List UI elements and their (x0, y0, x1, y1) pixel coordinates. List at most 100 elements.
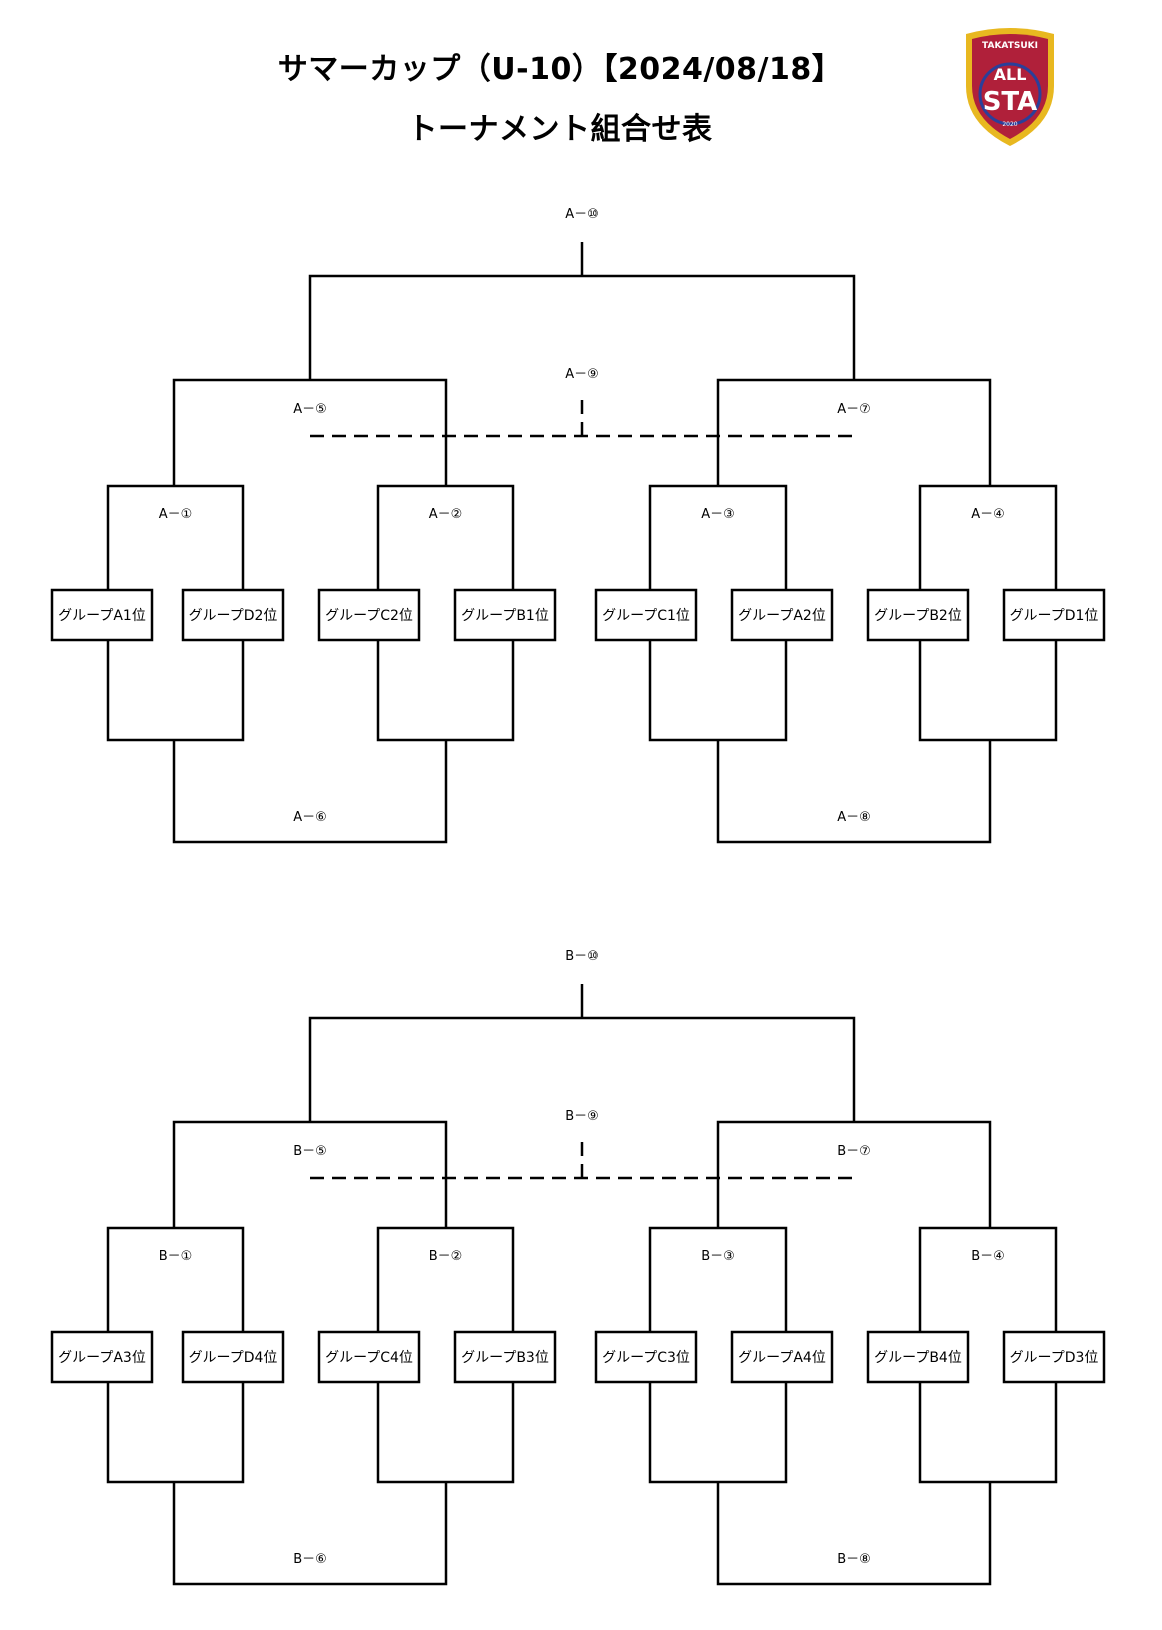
semi-bracket-2 (716, 378, 992, 486)
qf-bracket-3 (648, 1226, 788, 1332)
final-label: A－⑩ (565, 207, 599, 222)
team-box-label: グループB4位 (874, 1350, 962, 1366)
consolation-bracket-2 (716, 1482, 992, 1586)
team-box: グループA2位 (730, 588, 834, 642)
team-box-frame (594, 1330, 698, 1384)
lower-bracket-3 (648, 1382, 788, 1484)
qf-label-2: B－② (429, 1249, 463, 1264)
logo-text-main: STA (983, 87, 1038, 117)
team-logo: TAKATSUKI ALL STA 2020 (966, 28, 1054, 146)
team-box-frame (50, 1330, 154, 1384)
team-box-label: グループD3位 (1010, 1350, 1099, 1366)
consolation-label-left: B－⑥ (293, 1552, 327, 1567)
consolation-bracket-1 (172, 740, 448, 844)
team-box-label: グループC2位 (325, 608, 413, 624)
team-box-frame (50, 588, 154, 642)
logo-text-mid: ALL (994, 65, 1027, 84)
team-box-frame (181, 1330, 285, 1384)
team-box: グループD3位 (1002, 1330, 1106, 1384)
qf-label-3: B－③ (701, 1249, 735, 1264)
team-box-label: グループA2位 (738, 608, 826, 624)
team-box-label: グループB2位 (874, 608, 962, 624)
team-box: グループD2位 (181, 588, 285, 642)
team-box-frame (453, 588, 557, 642)
team-box-frame (317, 1330, 421, 1384)
team-box: グループB2位 (866, 588, 970, 642)
final-bracket (308, 274, 856, 380)
lower-bracket-4 (918, 1382, 1058, 1484)
team-box-label: グループC4位 (325, 1350, 413, 1366)
qf-bracket-3 (648, 484, 788, 590)
qf-bracket-2 (376, 1226, 515, 1332)
team-box-label: グループA4位 (738, 1350, 826, 1366)
team-box: グループA1位 (50, 588, 154, 642)
semi-label-left: A－⑤ (293, 402, 327, 417)
qf-bracket-1 (106, 1226, 245, 1332)
team-box-label: グループB1位 (461, 608, 549, 624)
team-box: グループB1位 (453, 588, 557, 642)
logo-text-top: TAKATSUKI (982, 41, 1038, 51)
team-box-label: グループC3位 (602, 1350, 690, 1366)
consolation-label-left: A－⑥ (293, 810, 327, 825)
consolation-bracket-1 (172, 1482, 448, 1586)
team-box: グループB4位 (866, 1330, 970, 1384)
team-box: グループC1位 (594, 588, 698, 642)
consolation-label-right: B－⑧ (837, 1552, 871, 1567)
team-box-label: グループB3位 (461, 1350, 549, 1366)
qf-bracket-4 (918, 484, 1058, 590)
lower-bracket-2 (376, 640, 515, 742)
qf-label-1: B－① (159, 1249, 193, 1264)
qf-bracket-4 (918, 1226, 1058, 1332)
third-place-label: B－⑨ (565, 1109, 599, 1124)
semi-bracket-1 (172, 378, 448, 486)
lower-bracket-1 (106, 640, 245, 742)
team-box: グループC4位 (317, 1330, 421, 1384)
semi-bracket-2 (716, 1120, 992, 1228)
team-box-frame (453, 1330, 557, 1384)
qf-bracket-1 (106, 484, 245, 590)
team-box: グループA4位 (730, 1330, 834, 1384)
consolation-bracket-2 (716, 740, 992, 844)
team-box-label: グループA1位 (58, 608, 146, 624)
semi-label-left: B－⑤ (293, 1144, 327, 1159)
team-box: グループD1位 (1002, 588, 1106, 642)
qf-label-4: B－④ (971, 1249, 1005, 1264)
team-box-frame (866, 1330, 970, 1384)
team-box-frame (1002, 1330, 1106, 1384)
team-box-frame (730, 588, 834, 642)
semi-label-right: B－⑦ (837, 1144, 871, 1159)
qf-label-4: A－④ (971, 507, 1005, 522)
team-box-label: グループD2位 (189, 608, 278, 624)
page-title: サマーカップ（U-10）【2024/08/18】 (277, 52, 843, 87)
final-bracket (308, 1016, 856, 1122)
team-box-frame (181, 588, 285, 642)
page-subtitle: トーナメント組合せ表 (407, 112, 713, 147)
qf-label-1: A－① (159, 507, 193, 522)
semi-bracket-1 (172, 1120, 448, 1228)
team-box-label: グループD1位 (1010, 608, 1099, 624)
team-box: グループD4位 (181, 1330, 285, 1384)
third-place-label: A－⑨ (565, 367, 599, 382)
team-box: グループA3位 (50, 1330, 154, 1384)
team-box-frame (1002, 588, 1106, 642)
final-label: B－⑩ (565, 949, 599, 964)
lower-bracket-2 (376, 1382, 515, 1484)
team-box: グループC3位 (594, 1330, 698, 1384)
lower-bracket-4 (918, 640, 1058, 742)
team-box-label: グループD4位 (189, 1350, 278, 1366)
team-box-label: グループA3位 (58, 1350, 146, 1366)
logo-text-year: 2020 (1002, 121, 1017, 128)
team-box-frame (594, 588, 698, 642)
lower-bracket-3 (648, 640, 788, 742)
team-box-frame (730, 1330, 834, 1384)
qf-label-3: A－③ (701, 507, 735, 522)
lower-bracket-1 (106, 1382, 245, 1484)
team-box-frame (866, 588, 970, 642)
qf-label-2: A－② (429, 507, 463, 522)
team-box: グループC2位 (317, 588, 421, 642)
team-box-frame (317, 588, 421, 642)
qf-bracket-2 (376, 484, 515, 590)
consolation-label-right: A－⑧ (837, 810, 871, 825)
semi-label-right: A－⑦ (837, 402, 871, 417)
